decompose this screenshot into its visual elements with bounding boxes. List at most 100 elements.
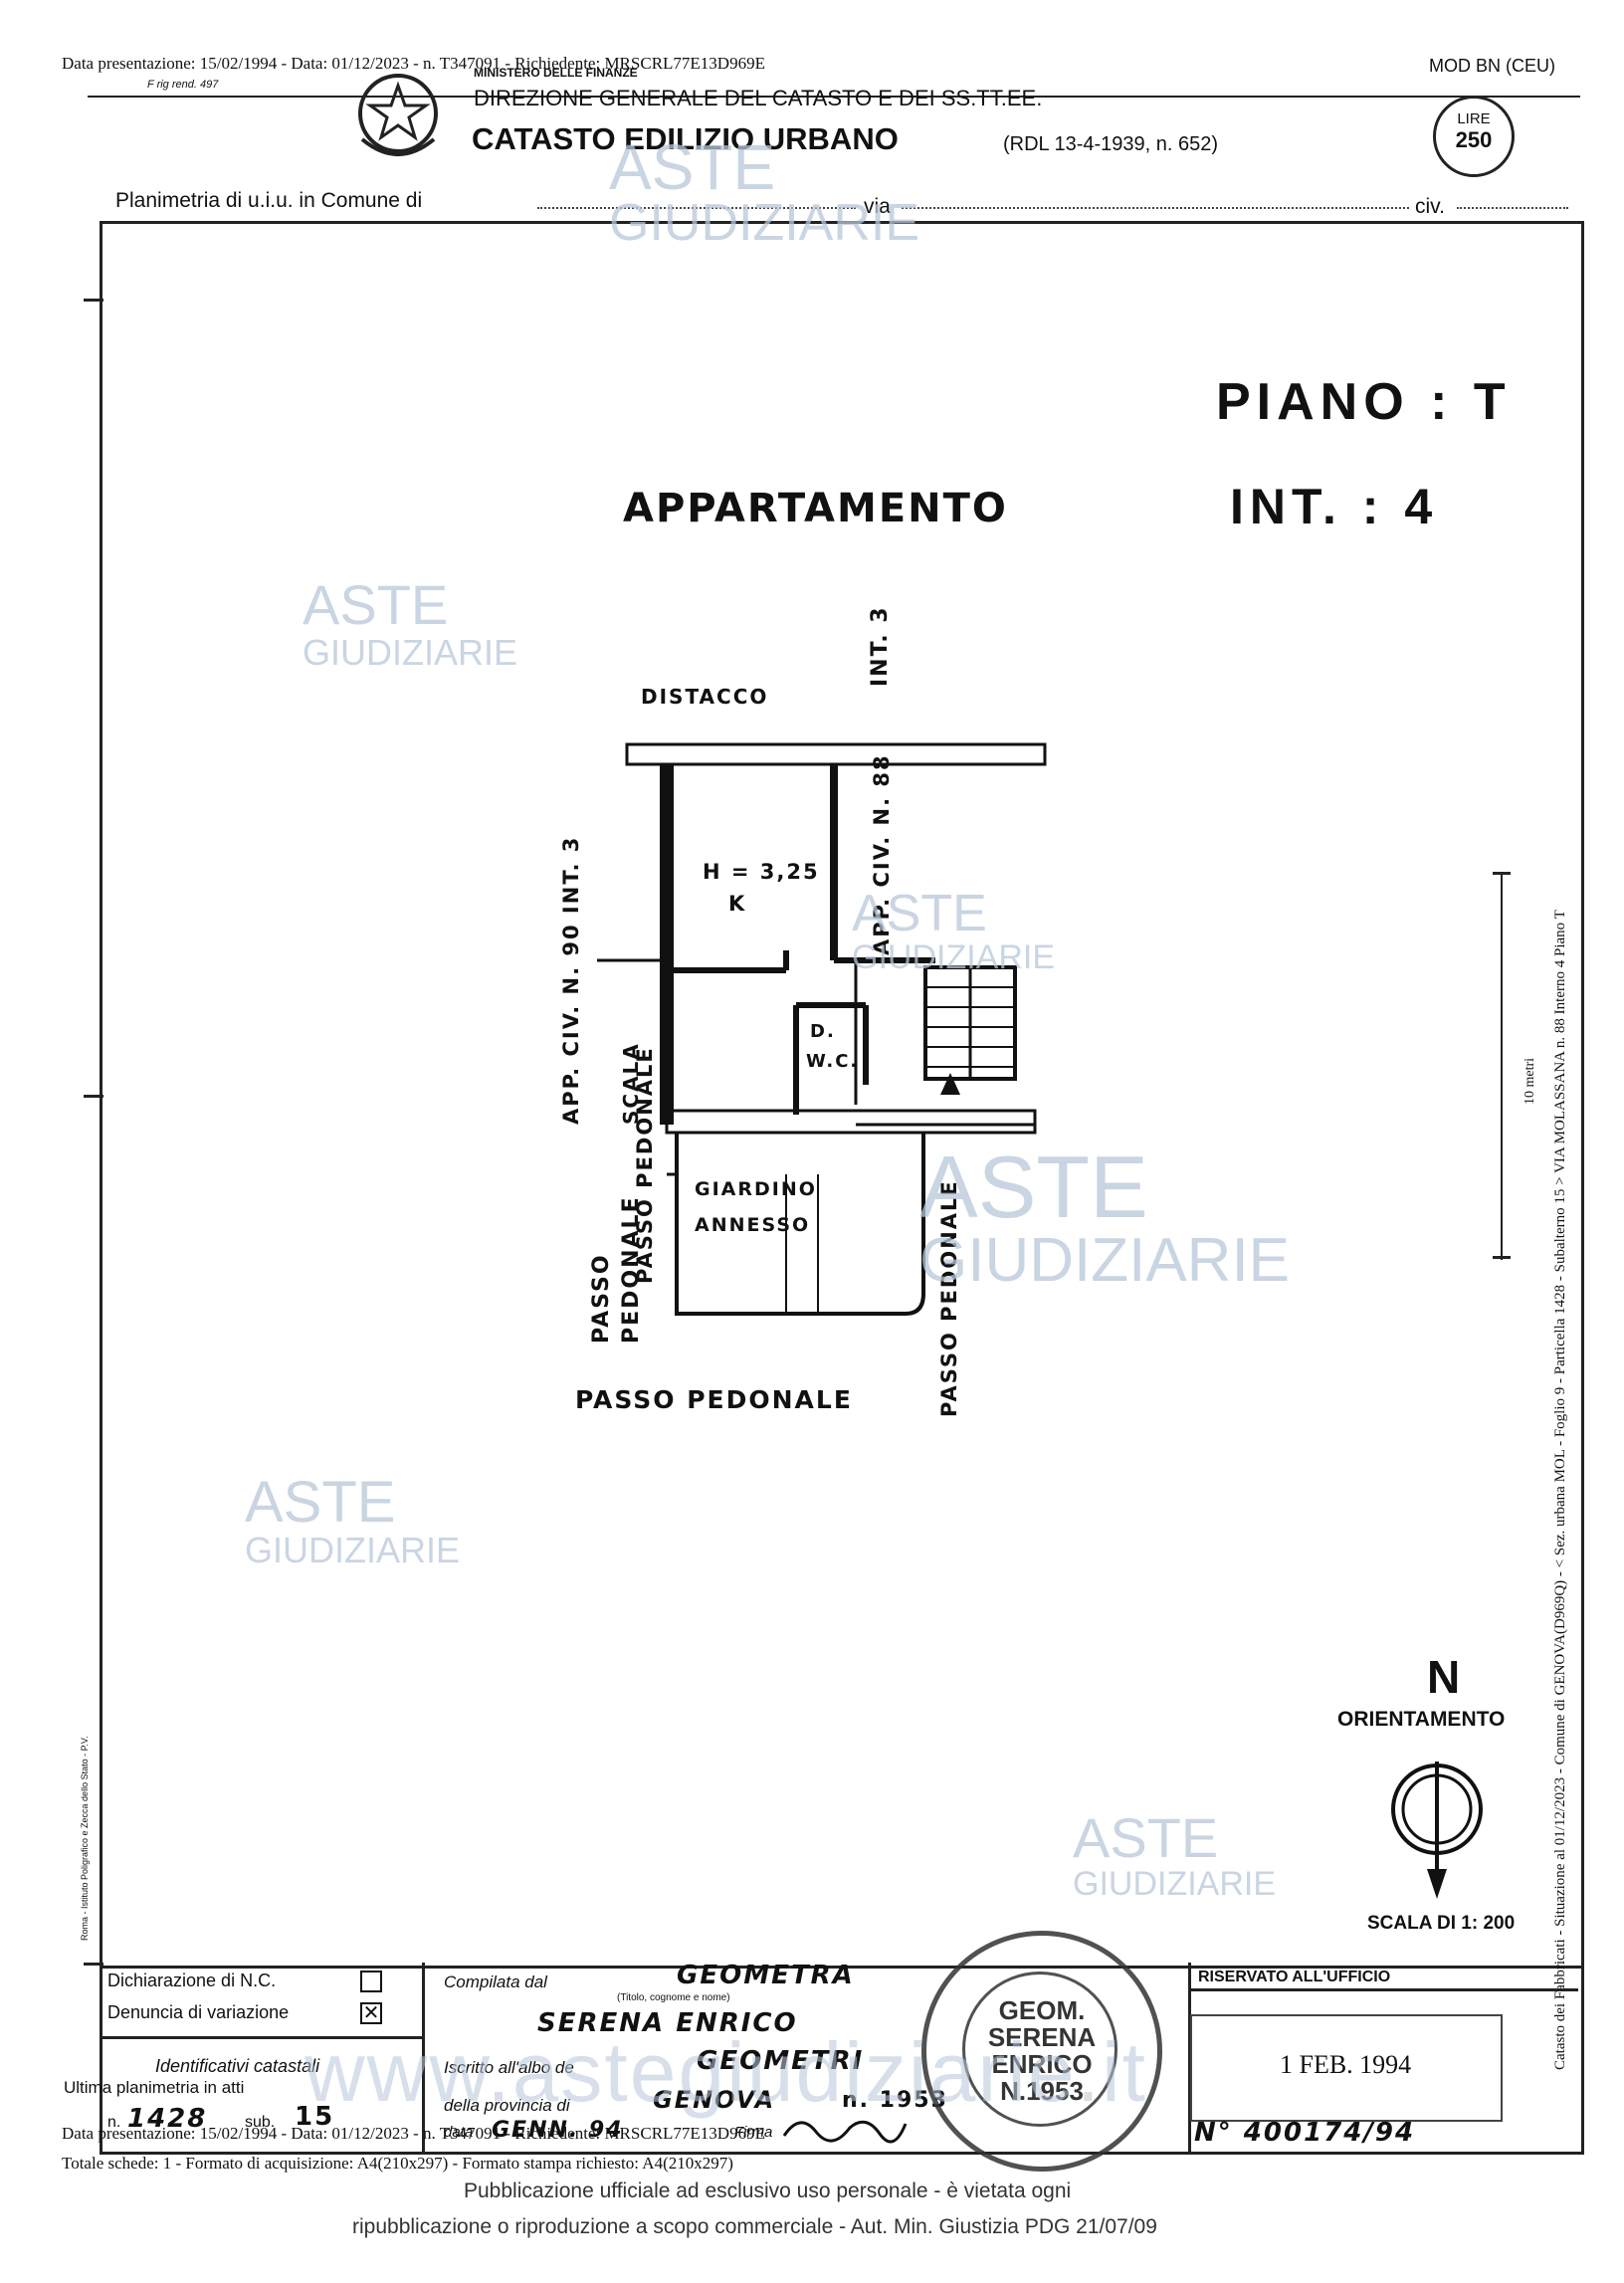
orientamento-label: ORIENTAMENTO bbox=[1337, 1708, 1506, 1731]
watermark-sub: GIUDIZIARIE bbox=[245, 1530, 461, 1570]
data-label: data bbox=[444, 2124, 474, 2141]
publication-line-1: Pubblicazione ufficiale ad esclusivo uso… bbox=[464, 2179, 1072, 2202]
dichiarazione-checkbox[interactable] bbox=[360, 1971, 382, 1992]
watermark-sub: GIUDIZIARIE bbox=[303, 632, 518, 673]
iscritto-label: Iscritto all'albo de bbox=[444, 2058, 574, 2077]
civ-field bbox=[1457, 207, 1568, 209]
lire-stamp: LIRE 250 bbox=[1433, 96, 1515, 177]
annesso-label: ANNESSO bbox=[695, 1214, 811, 1236]
compilata-label: Compilata dal bbox=[444, 1972, 547, 1991]
catasto-title: CATASTO EDILIZIO URBANO bbox=[472, 121, 899, 156]
plan-title: APPARTAMENTO bbox=[623, 486, 1008, 531]
signature bbox=[782, 2120, 908, 2144]
north-label: N bbox=[1427, 1651, 1461, 1703]
header-meta: Data presentazione: 15/02/1994 - Data: 0… bbox=[62, 54, 765, 73]
footer-divider bbox=[1188, 1988, 1578, 1991]
dichiarazione-label: Dichiarazione di N.C. bbox=[107, 1971, 277, 1990]
publication-line-2: ripubblicazione o riproduzione a scopo c… bbox=[352, 2215, 1157, 2238]
office-number: N° 400174/94 bbox=[1194, 2118, 1416, 2148]
watermark-4: ASTE GIUDIZIARIE bbox=[919, 1138, 1291, 1298]
stamp-line-1: GEOM. bbox=[998, 1995, 1086, 2025]
room-d-label: D. bbox=[810, 1021, 836, 1042]
room-k-label: K bbox=[728, 892, 747, 916]
direction-label: DIREZIONE GENERALE DEL CATASTO E DEI SS.… bbox=[474, 86, 1043, 110]
civ-label: civ. bbox=[1415, 195, 1445, 218]
footer-divider bbox=[100, 2036, 422, 2039]
comune-field bbox=[537, 207, 856, 209]
room-wc-label: W.C. bbox=[806, 1051, 860, 1072]
int3-top-label: INT. 3 bbox=[868, 605, 893, 687]
riservato-label: RISERVATO ALL'UFFICIO bbox=[1198, 1969, 1391, 1985]
sub-value: 15 bbox=[295, 2102, 335, 2132]
watermark-brand: ASTE bbox=[852, 885, 987, 942]
n-label: n. bbox=[107, 2114, 121, 2131]
piano-label: PIANO : T bbox=[1216, 373, 1512, 431]
sub-label: sub. bbox=[245, 2114, 276, 2131]
rdl-label: (RDL 13-4-1939, n. 652) bbox=[1003, 133, 1219, 155]
int-label: INT. : 4 bbox=[1230, 479, 1439, 534]
watermark-brand: ASTE bbox=[609, 131, 776, 203]
denuncia-checkbox[interactable]: ✕ bbox=[360, 2002, 382, 2024]
stamp-line-2: SERENA bbox=[987, 2022, 1097, 2052]
watermark-6: ASTE GIUDIZIARIE bbox=[1073, 1806, 1276, 1907]
ultima-label: Ultima planimetria in atti bbox=[64, 2078, 245, 2097]
scale-tick bbox=[1493, 1256, 1511, 1259]
compilata-name: SERENA ENRICO bbox=[537, 2008, 798, 2038]
emblem-icon bbox=[358, 74, 438, 156]
watermark-1: ASTE GIUDIZIARIE bbox=[609, 131, 920, 252]
passo-left-1-label: PASSO bbox=[589, 1253, 614, 1344]
provincia-label: della provincia di bbox=[444, 2096, 570, 2115]
firma-label: Firma bbox=[734, 2124, 773, 2141]
form-note: F rig rend. 497 bbox=[147, 79, 219, 91]
provincia-value: GENOVA bbox=[653, 2086, 776, 2114]
watermark-2: ASTE GIUDIZIARIE bbox=[303, 573, 518, 677]
stamp-text: GEOM. SERENA ENRICO N.1953 bbox=[926, 1997, 1157, 2105]
watermark-5: ASTE GIUDIZIARIE bbox=[245, 1470, 461, 1574]
data-value: GENN. 94 bbox=[492, 2118, 624, 2143]
planimetria-label: Planimetria di u.i.u. in Comune di bbox=[115, 189, 423, 212]
scale-bar bbox=[1501, 872, 1503, 1260]
mod-label: MOD BN (CEU) bbox=[1429, 56, 1555, 76]
lire-value: 250 bbox=[1455, 127, 1493, 152]
frame-tick bbox=[84, 299, 103, 302]
engineer-stamp: GEOM. SERENA ENRICO N.1953 bbox=[921, 1931, 1162, 2172]
header-rule bbox=[88, 96, 1580, 98]
room-height-label: H = 3,25 bbox=[703, 860, 820, 884]
bottom-meta-2: Totale schede: 1 - Formato di acquisizio… bbox=[62, 2154, 733, 2173]
frame-tick bbox=[84, 1095, 103, 1098]
north-arrow-icon bbox=[1391, 1762, 1483, 1899]
ministry-label: MINISTERO DELLE FINANZE bbox=[474, 66, 638, 80]
watermark-brand: ASTE bbox=[1073, 1806, 1219, 1869]
office-date: 1 FEB. 1994 bbox=[1280, 2050, 1412, 2079]
passo-left-2-label: PEDONALE bbox=[619, 1195, 644, 1344]
scala-ratio-label: SCALA DI 1: 200 bbox=[1367, 1913, 1516, 1934]
n-value: 1428 bbox=[127, 2104, 208, 2134]
via-field bbox=[902, 207, 1409, 209]
watermark-site: www.astegiudiziarie.it bbox=[304, 2025, 1148, 2119]
floor-plan bbox=[597, 742, 1047, 1316]
watermark-sub: GIUDIZIARIE bbox=[919, 1226, 1291, 1295]
printer-label: Roma - Istituto Poligrafico e Zecca dell… bbox=[80, 1736, 90, 1941]
identificativi-label: Identificativi catastali bbox=[155, 2056, 320, 2076]
distacco-label: DISTACCO bbox=[641, 685, 769, 709]
watermark-brand: ASTE bbox=[303, 573, 449, 636]
watermark-sub: GIUDIZIARIE bbox=[852, 938, 1056, 976]
office-box bbox=[1190, 2014, 1503, 2122]
denuncia-label: Denuncia di variazione bbox=[107, 2002, 290, 2022]
watermark-brand: ASTE bbox=[919, 1138, 1148, 1236]
watermark-brand: ASTE bbox=[245, 1470, 396, 1535]
footer-divider bbox=[422, 1963, 425, 2152]
titolo-note: (Titolo, cognome e nome) bbox=[617, 1992, 730, 2003]
stamp-line-3: ENRICO bbox=[991, 2049, 1093, 2079]
frame-tick bbox=[84, 1963, 103, 1966]
dieci-metri-label: 10 metri bbox=[1522, 1057, 1537, 1105]
compilata-value: GEOMETRA bbox=[677, 1961, 855, 1990]
watermark-sub: GIUDIZIARIE bbox=[609, 194, 920, 252]
vertical-meta: Catasto dei Fabbricati - Situazione al 0… bbox=[1552, 910, 1568, 2070]
via-label: via bbox=[864, 195, 891, 218]
engineer-stamp-inner bbox=[962, 1972, 1117, 2127]
footer-grid bbox=[100, 1963, 1584, 2155]
passo-bottom-label: PASSO PEDONALE bbox=[575, 1385, 853, 1414]
footer-divider bbox=[1188, 1963, 1191, 2152]
watermark-3: ASTE GIUDIZIARIE bbox=[852, 885, 1056, 979]
